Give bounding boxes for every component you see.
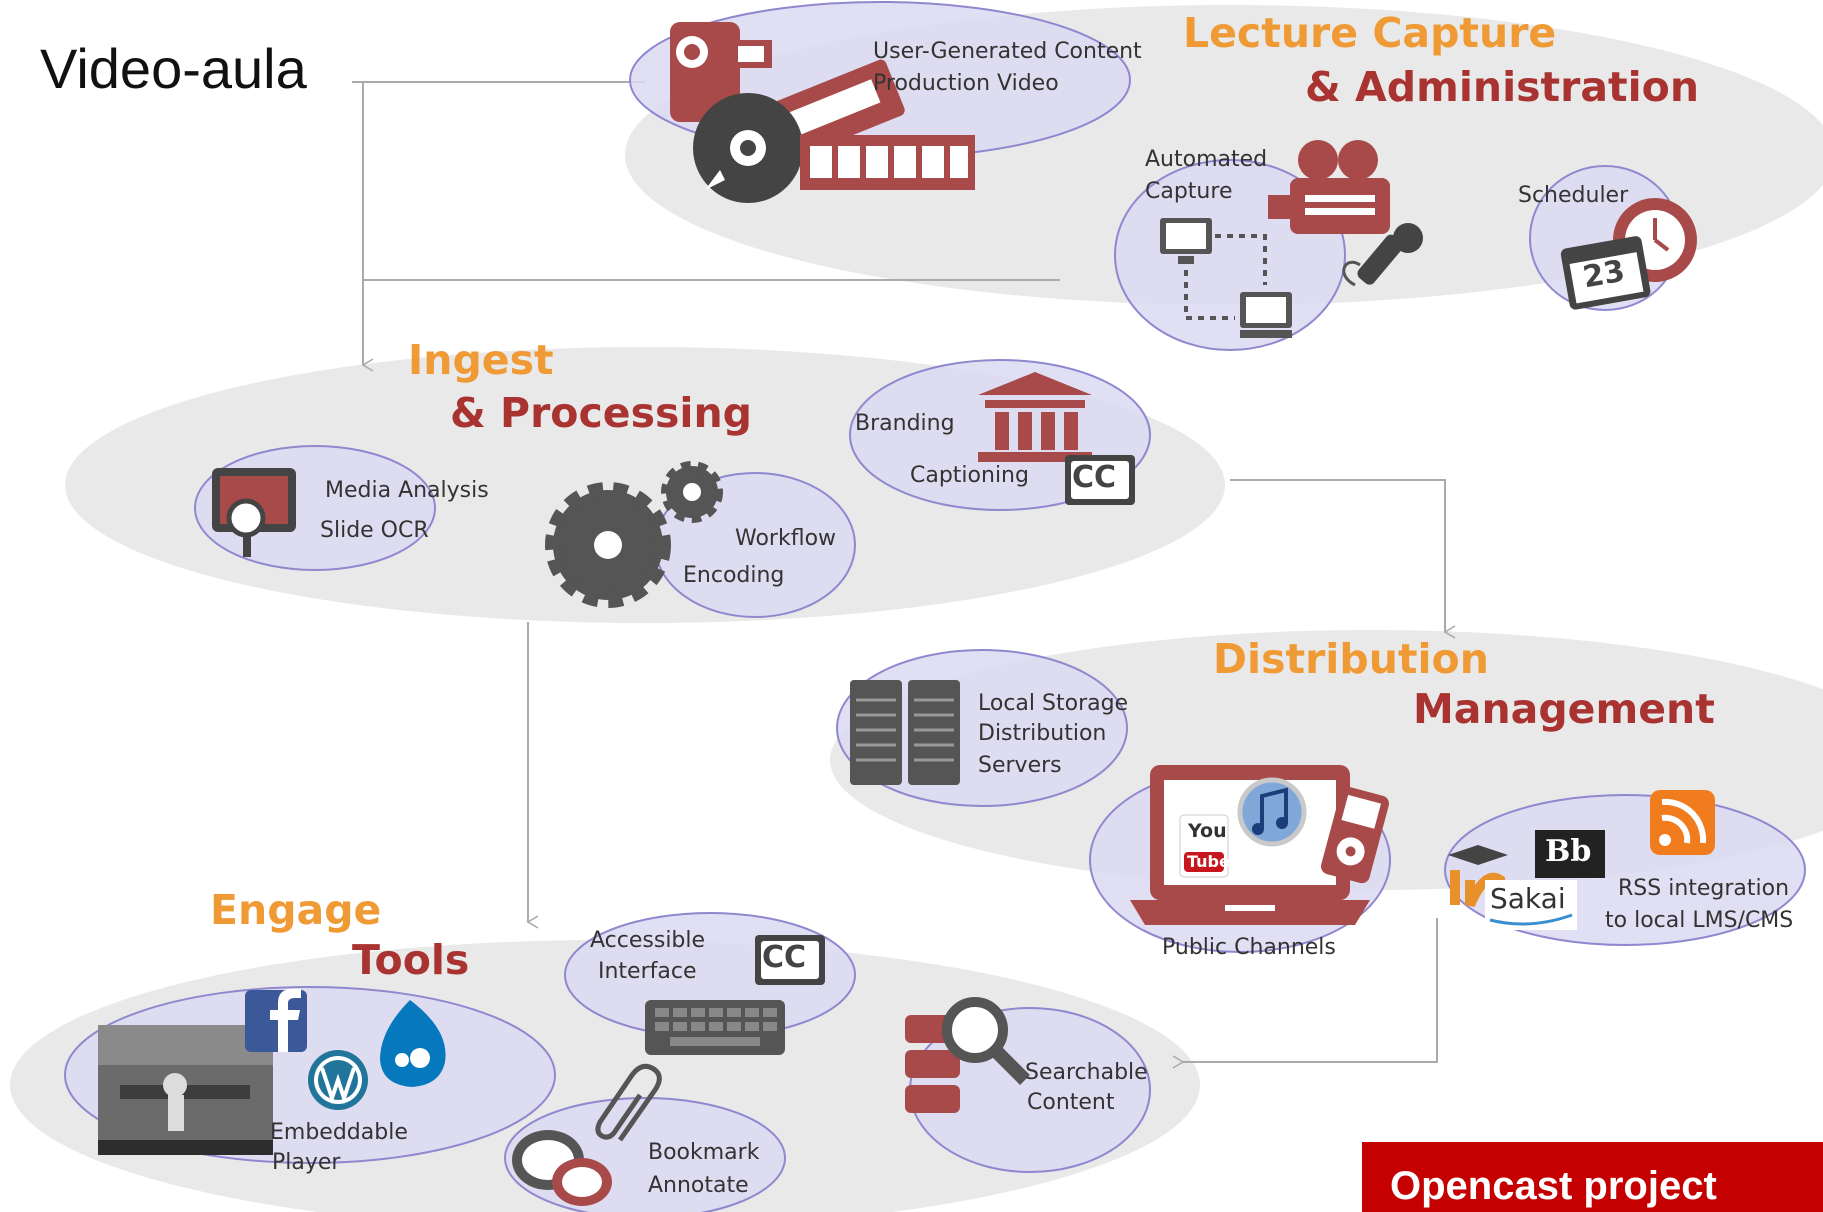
- dvd-disc-icon: [693, 93, 803, 203]
- management-heading: Management: [1413, 685, 1715, 733]
- drupal-icon: [380, 1000, 446, 1087]
- lecture-capture-heading: Lecture Capture: [1183, 9, 1557, 57]
- network-computers-icon: [1160, 218, 1292, 338]
- accessible-label: Accessible: [590, 928, 706, 953]
- tools-heading: Tools: [352, 936, 470, 984]
- closed-caption-icon: [1065, 455, 1135, 505]
- server-racks-icon: [850, 680, 960, 785]
- lms-cms-label: to local LMS/CMS: [1605, 908, 1794, 933]
- cc-engage-label: CC: [762, 940, 807, 975]
- production-video-label: Production Video: [873, 71, 1059, 96]
- ipod-icon: [1321, 786, 1389, 884]
- content-label: Content: [1027, 1090, 1115, 1115]
- media-analysis-label: Media Analysis: [325, 478, 489, 503]
- local-storage-label: Local Storage: [978, 691, 1129, 716]
- searchable-label: Searchable: [1025, 1060, 1148, 1085]
- processing-heading: & Processing: [450, 389, 752, 437]
- workflow-label: Workflow: [735, 526, 837, 551]
- wordpress-icon: [308, 1050, 368, 1110]
- administration-heading: & Administration: [1305, 63, 1700, 111]
- calendar-clock-icon: [1560, 198, 1697, 310]
- interface-label: Interface: [598, 959, 697, 984]
- facebook-icon: [245, 989, 307, 1052]
- institution-icon: [978, 372, 1092, 462]
- bookmark-label: Bookmark: [648, 1140, 760, 1165]
- youtube-icon: [1179, 814, 1229, 878]
- keyboard-icon: [645, 1000, 785, 1055]
- player-label: Player: [272, 1150, 341, 1175]
- speech-bubbles-icon: [512, 1130, 612, 1206]
- capture-label: Capture: [1145, 179, 1233, 204]
- engage-heading: Engage: [210, 886, 382, 934]
- rss-integration-label: RSS integration: [1618, 876, 1790, 901]
- slide-ocr-label: Slide OCR: [320, 518, 429, 543]
- movie-camera-icon: [1268, 140, 1390, 234]
- microphone-icon: [1342, 223, 1423, 287]
- video-player-icon: [98, 1025, 273, 1155]
- embeddable-label: Embeddable: [270, 1120, 408, 1145]
- search-database-icon: [905, 997, 1030, 1113]
- public-channels-label: Public Channels: [1162, 935, 1336, 960]
- paperclip-icon: [595, 1063, 662, 1142]
- servers-label: Servers: [978, 753, 1062, 778]
- connector-lines: [352, 81, 1456, 1069]
- calendar-day: 23: [1580, 253, 1628, 296]
- annotate-label: Annotate: [648, 1173, 749, 1198]
- cc-label: CC: [1072, 460, 1117, 495]
- itunes-icon: [1237, 777, 1307, 847]
- distribution-heading: Distribution: [1213, 635, 1489, 683]
- rss-icon: [1650, 790, 1715, 855]
- encoding-label: Encoding: [683, 563, 785, 588]
- sakai-icon: [1485, 880, 1577, 930]
- sakai-label: Sakai: [1490, 882, 1566, 915]
- distribution-label: Distribution: [978, 721, 1107, 746]
- blackboard-icon: [1535, 830, 1605, 878]
- scheduler-label: Scheduler: [1518, 183, 1629, 208]
- branding-label: Branding: [855, 411, 955, 436]
- page-title: Video-aula: [40, 37, 307, 100]
- ugc-label: User-Generated Content: [873, 39, 1142, 64]
- camcorder-icon: [670, 22, 772, 122]
- youtube-tube: Tube: [1187, 852, 1230, 871]
- closed-caption-engage-icon: [755, 935, 825, 985]
- film-strip-icon: [800, 135, 975, 190]
- opencast-banner: Opencast project: [1362, 1142, 1823, 1212]
- slide-magnifier-icon: [212, 468, 296, 557]
- youtube-you: You: [1188, 820, 1227, 842]
- ingest-heading: Ingest: [408, 336, 554, 384]
- gears-icon: [545, 461, 723, 608]
- automated-label: Automated: [1145, 147, 1268, 172]
- blackboard-label: Bb: [1545, 834, 1592, 869]
- captioning-label: Captioning: [910, 463, 1029, 488]
